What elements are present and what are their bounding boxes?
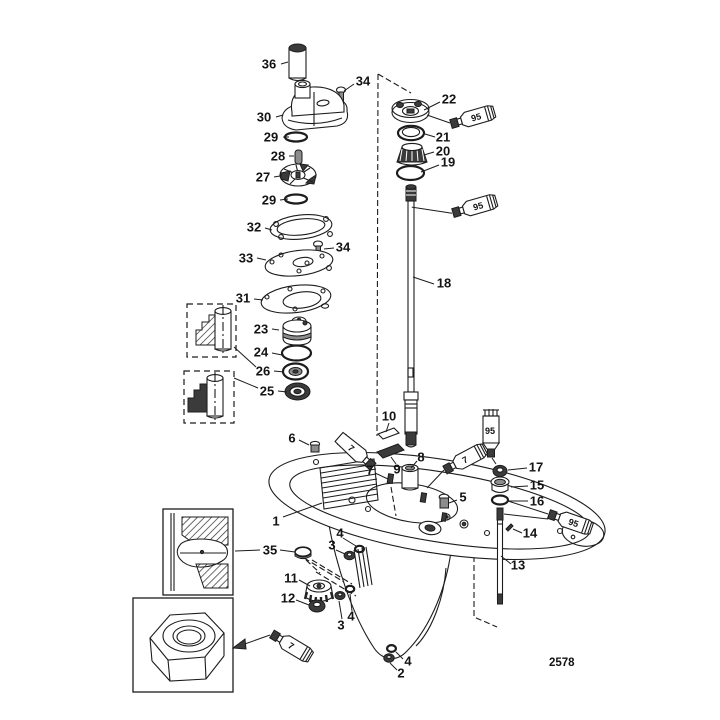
apply-arrow [231,634,271,650]
callout-leader-line [279,198,289,201]
inset-propshaft-nut [132,597,234,693]
nut-3-a [343,550,356,561]
callout-leader-line [374,472,389,480]
plug-6 [309,440,321,453]
callout-leader-line [338,600,343,620]
callout-leader-line [507,467,528,471]
callout-leader-line [256,257,267,261]
callout-leader-line [277,390,288,393]
callout-leader-line [282,502,323,518]
gear-housing [268,451,606,660]
pinion-nut-12 [308,599,326,613]
bushing-8 [401,463,419,491]
tube-label: 95 [485,426,495,436]
callout-leader-line [510,485,529,488]
o-ring-29-lower [283,193,309,205]
callout-leader-line [343,83,355,92]
callout-leader-line [280,61,289,65]
gasket-31 [260,284,332,314]
callout-leader-line [349,593,353,612]
callout-leader-line [298,579,311,587]
callout-leader-line [390,456,397,465]
callout-leader-line [253,298,264,301]
lubricant-tube-95-d: 95 [546,509,594,535]
impeller-key [294,149,303,165]
callout-leader-line [271,352,283,356]
inset-plug-cross-section [162,508,234,596]
figure-number: 2578 [549,657,575,669]
tube-label: 95 [567,517,580,530]
callout-leader-line [385,422,390,433]
lubricant-tube-95-b: 95 [411,194,499,218]
oil-seal-carrier-23 [282,316,312,346]
pump-base-22 [391,98,451,124]
tube-label: 7 [286,640,295,651]
callout-leader-line [410,460,418,469]
o-ring-19 [395,164,426,182]
o-ring-24 [280,344,313,362]
callout-leader-line [423,101,441,111]
nut-2 [383,653,395,663]
washer-4-a [354,544,366,554]
gasket-32 [269,214,333,240]
sealant-tube-7-right: 7 [426,443,488,489]
skeg-cavity-detail [303,546,447,647]
plug-5 [438,493,450,509]
lubricant-tube-95-c: 95 [481,409,501,465]
water-pump-housing [281,79,349,131]
deck-holes [312,458,576,540]
callout-leader-line [389,662,398,671]
nut-17 [492,464,508,478]
sealant-tube-7-bottom: 7 [268,629,315,663]
tube-label: 7 [461,454,470,465]
tube-label: 7 [346,443,356,454]
callout-leader-line [323,247,335,250]
shim-10 [377,427,400,440]
tapered-bearing-20 [396,142,428,166]
sealant-tube-7-left: 7 [334,431,377,471]
driveshaft-18 [403,184,419,448]
clip-14 [505,523,514,532]
o-ring-16 [490,494,510,506]
bushing-15 [490,476,510,494]
lubricant-tube-95-a: 95 [449,105,497,129]
detail-box-seal-25 [183,370,259,424]
nut-3-b [334,591,346,600]
callout-leader-line [335,549,346,555]
ring-seal-21 [396,124,426,142]
callout-leader-line [424,133,436,138]
tube-label: 95 [472,200,484,212]
callout-leader-line [420,164,440,173]
callout-leader-line [273,370,285,373]
driveshaft-sleeve [288,43,307,82]
washer-4-c [386,643,398,653]
callout-leader-line [234,549,261,552]
callout-leader-line [395,651,404,660]
bearing-26 [281,362,310,381]
callout-leader-line [264,227,273,231]
callout-leader-line [279,549,296,553]
plug-35 [294,546,321,574]
callout-leader-line [512,528,523,534]
oil-seal-25 [284,382,311,401]
leader-lines [234,61,529,671]
callout-leader-line [273,175,281,178]
callout-leader-line [500,555,512,565]
detail-box-bearing-26 [186,303,257,368]
face-plate-33 [264,249,334,277]
washer-4-b [344,584,356,594]
impeller [279,163,317,187]
shim-9 [376,443,405,459]
callout-leader-line [342,537,357,547]
callout-leader-line [412,276,435,285]
callout-leader-line [423,151,435,156]
callout-leader-line [275,114,284,118]
callout-leader-line [448,499,458,504]
tube-label: 95 [470,111,482,123]
callout-leader-line [271,328,280,331]
callout-leader-line [298,439,310,446]
callout-leader-line [295,599,310,606]
shift-shaft-13 [496,500,549,605]
